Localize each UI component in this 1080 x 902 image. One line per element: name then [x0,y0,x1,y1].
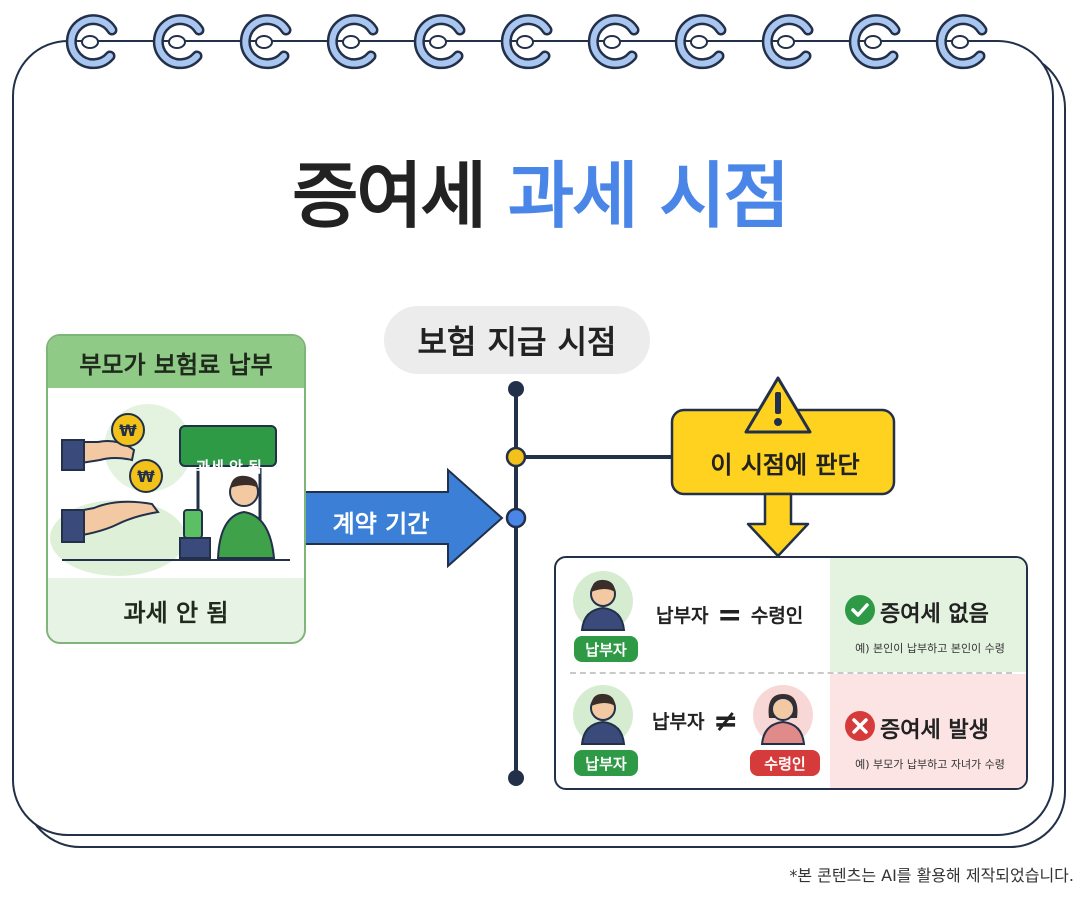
x-icon [845,711,875,741]
equals-operator: = [717,598,743,633]
binding-ring-icon [761,14,814,70]
timeline-label-pill: 보험 지급 시점 [384,306,650,374]
result-cell-no-tax: 증여세 없음 예) 본인이 납부하고 본인이 수령 [830,558,1026,672]
binding-ring-icon [848,14,901,70]
result-no-tax: 증여세 없음 [880,602,989,627]
timeline-dot-blue [505,507,527,529]
relation-right: 수령인 [750,605,804,627]
relation-left: 납부자 [656,605,709,627]
spiral-binding-rings [65,14,988,70]
check-icon [845,595,875,625]
result-tax: 증여세 발생 [880,718,989,743]
binding-ring-icon [326,14,379,70]
down-arrow-icon [746,492,810,558]
left-card-footer: 과세 안 됨 [123,598,229,627]
not-equals-operator: ≠ [713,704,739,739]
result-row-same: 납부자 납부자 = 수령인 증여세 없음 예) 본인이 납부하고 본인이 수령 [556,558,1026,672]
binding-ring-icon [500,14,553,70]
binding-ring-icon [65,14,118,70]
result-panel: 납부자 납부자 = 수령인 증여세 없음 예) 본인이 납부하고 본인이 수령 … [554,556,1028,790]
relation-same: 납부자 = 수령인 [656,598,803,633]
ai-disclaimer: *본 콘텐츠는 AI를 활용해 제작되었습니다. [789,866,1074,885]
relation-left: 납부자 [652,711,705,733]
timeline-dot-top [508,381,524,397]
binding-ring-icon [935,14,988,70]
left-card: 부모가 보험료 납부 ₩ ₩ [46,334,306,644]
result-row-different: 납부자 납부자 ≠ 수령인 증여세 발생 예) 부모가 납부하고 자녀가 수령 [556,674,1026,788]
title-part-1: 증여세 [292,154,487,238]
binding-ring-icon [239,14,292,70]
receiver-avatar-icon [753,685,813,745]
main-title: 증여세 과세 시점 [0,160,1080,232]
contract-period-label: 계약 기간 [332,510,430,538]
judgment-label: 이 시점에 판단 [710,451,860,479]
svg-text:₩: ₩ [137,467,155,486]
timeline-dot-bottom [508,770,524,786]
row-divider [570,672,1012,674]
payer-badge: 납부자 [574,750,638,776]
payer-badge: 납부자 [574,636,638,662]
example-no-tax: 예) 본인이 납부하고 본인이 수령 [855,642,1005,655]
contract-period-arrow [303,467,504,569]
result-cell-tax: 증여세 발생 예) 부모가 납부하고 자녀가 수령 [830,674,1026,788]
binding-ring-icon [413,14,466,70]
left-card-illustration: ₩ ₩ 과세 안 됨 [48,388,304,578]
payer-avatar-icon [573,685,633,745]
example-tax: 예) 부모가 납부하고 자녀가 수령 [855,758,1005,771]
svg-text:₩: ₩ [119,421,137,440]
left-card-header: 부모가 보험료 납부 [48,336,304,388]
binding-ring-icon [152,14,205,70]
binding-ring-icon [674,14,727,70]
title-part-2: 과세 시점 [507,154,790,238]
sign-text: 과세 안 됨 [196,458,262,476]
relation-different: 납부자 ≠ [652,704,740,739]
binding-ring-icon [587,14,640,70]
payer-avatar-icon [573,571,633,631]
receiver-badge: 수령인 [750,750,820,776]
timeline-dot-yellow [505,446,527,468]
